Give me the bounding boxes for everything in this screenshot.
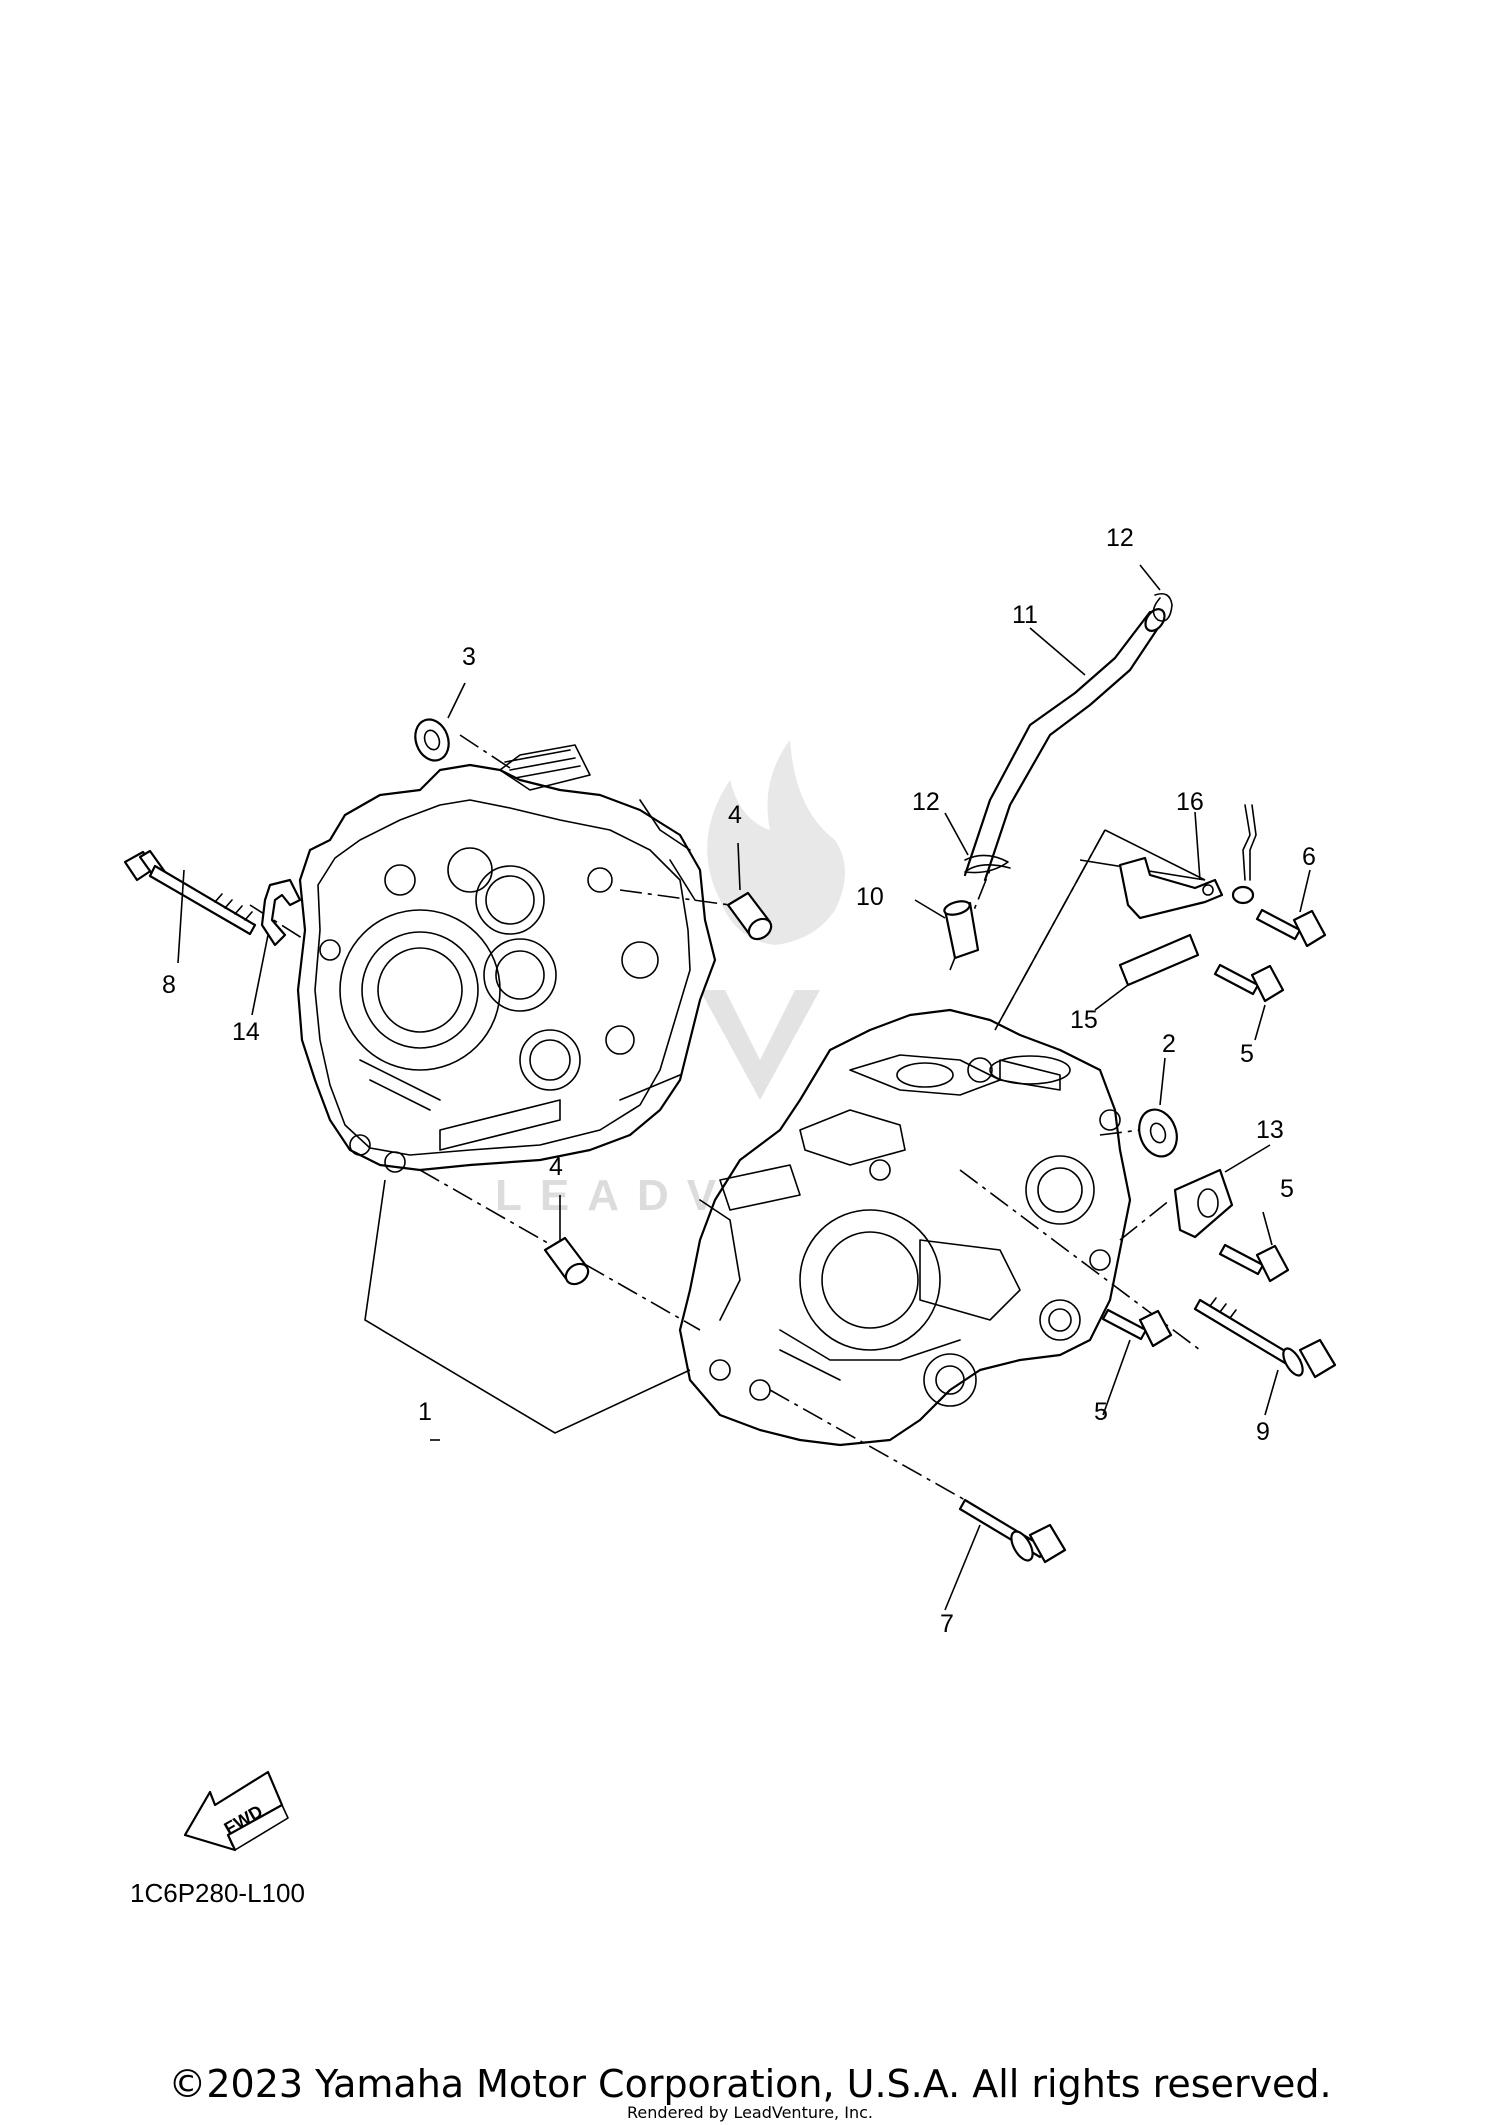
center-line-4-upper: [619, 889, 731, 906]
leader-lines: [364, 829, 1206, 1441]
bolt-part-5-lower: [1101, 1308, 1173, 1348]
callout-16: 16: [1176, 788, 1204, 816]
callout-1: 1: [418, 1398, 432, 1426]
hose-part-11: [963, 608, 1166, 882]
wire-lug: [1231, 804, 1257, 905]
left-crankcase-half: [296, 744, 717, 1173]
catalog-code: 1C6P280-L100: [130, 1878, 305, 1908]
bolt-part-6: [1255, 908, 1327, 948]
hose-clip-part-12-upper: [1139, 564, 1173, 622]
pad-part-15: [1118, 933, 1200, 987]
callout-5-upper: 5: [1240, 1040, 1254, 1068]
center-line-13: [1119, 1199, 1171, 1241]
callout-5-lower: 5: [1094, 1398, 1108, 1426]
callout-6: 6: [1302, 843, 1316, 871]
callout-2: 2: [1162, 1030, 1176, 1058]
center-line-8: [249, 904, 306, 941]
washer-part-2: [1138, 1108, 1178, 1158]
center-line-3: [459, 734, 511, 769]
plate-part-13: [1173, 1168, 1234, 1239]
bolt-part-8: [123, 849, 257, 936]
callout-9: 9: [1256, 1418, 1270, 1446]
callout-5-middle: 5: [1280, 1175, 1294, 1203]
bracket-part-16: [1118, 856, 1224, 920]
callout-4-lower: 4: [549, 1153, 563, 1181]
callout-10: 10: [856, 883, 884, 911]
bolt-part-9: [1193, 1297, 1337, 1379]
callout-8: 8: [162, 971, 176, 999]
dowel-pin-part-4-upper: [726, 891, 773, 941]
bolt-part-7: [958, 1498, 1067, 1564]
forward-direction-arrow: FWD: [183, 1770, 289, 1852]
hose-clip-part-12-lower: [944, 812, 1011, 874]
center-line-2: [1099, 1129, 1141, 1136]
callout-11: 11: [1012, 601, 1038, 629]
oil-seal-part-3: [414, 718, 450, 762]
callout-leaders: [177, 627, 1311, 1611]
callout-12-lower: 12: [912, 788, 940, 816]
rendered-by-credit: Rendered by LeadVenture, Inc.: [627, 2103, 873, 2122]
callout-4-upper: 4: [728, 801, 742, 829]
clip-part-14: [260, 878, 302, 947]
callout-13: 13: [1256, 1116, 1284, 1144]
callout-7: 7: [940, 1610, 954, 1638]
callout-numbers: 1 2 3 4 4 5 5 5 6 7 8 9 10 11 12 12 13 1…: [162, 524, 1316, 1638]
dowel-pin-part-4-lower: [543, 1236, 590, 1286]
callout-14: 14: [232, 1018, 260, 1046]
bolt-part-5-upper: [1213, 963, 1285, 1003]
callout-3: 3: [462, 643, 476, 671]
right-crankcase-half: [678, 1008, 1132, 1447]
bolt-part-5-middle: [1218, 1243, 1290, 1283]
callout-15: 15: [1070, 1006, 1098, 1034]
fitting-part-10: [943, 900, 980, 960]
copyright-notice: ©2023 Yamaha Motor Corporation, U.S.A. A…: [168, 2062, 1332, 2106]
callout-12-upper: 12: [1106, 524, 1134, 552]
